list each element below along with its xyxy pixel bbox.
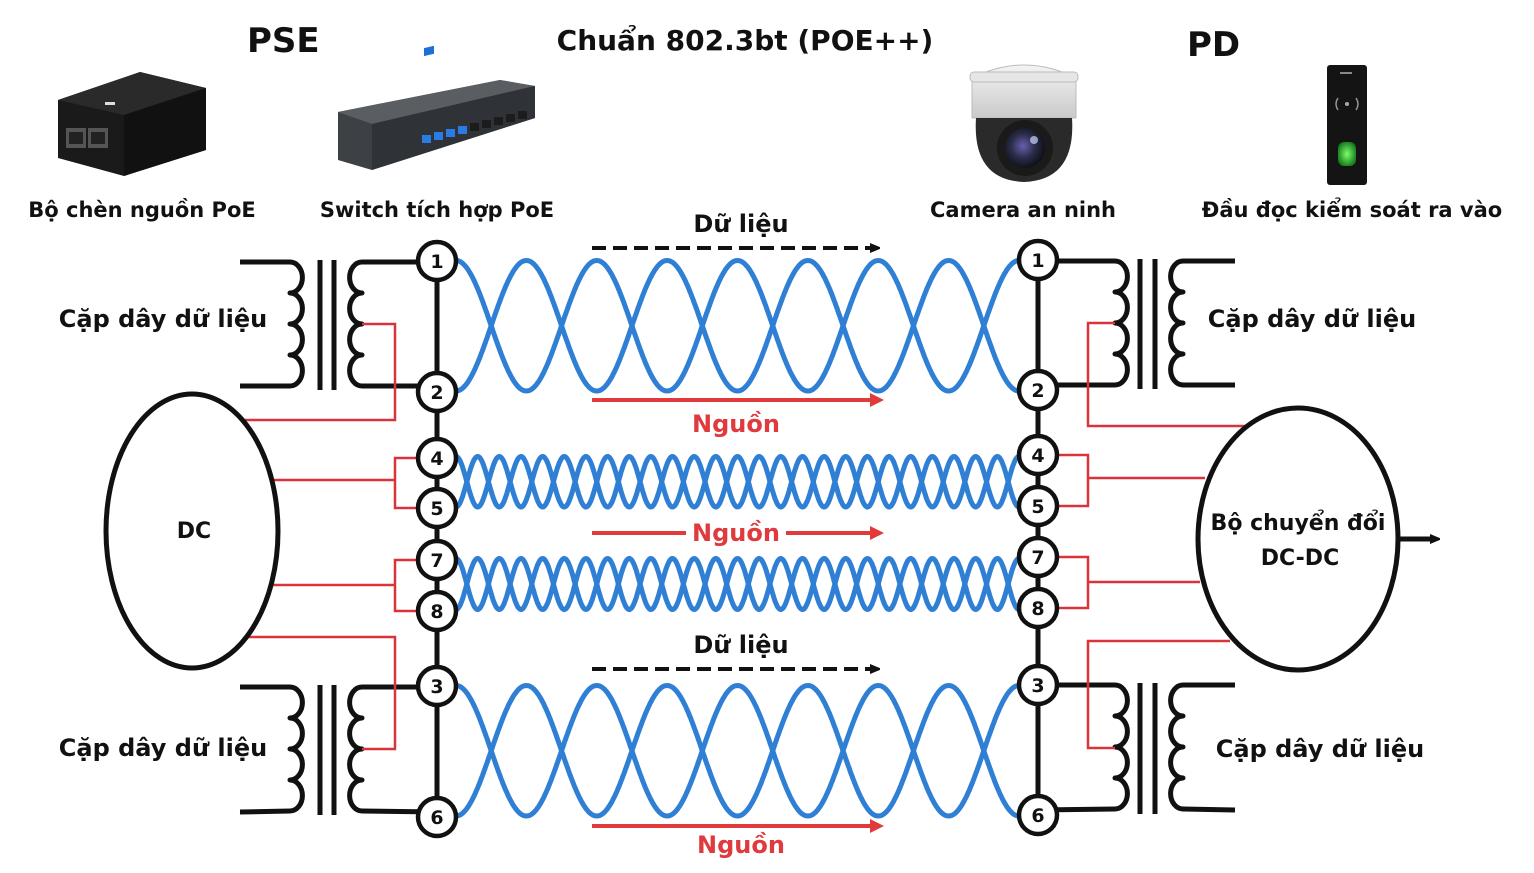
wire-4-5-strand-1 — [455, 453, 1020, 510]
pse-title: PSE — [247, 21, 320, 61]
left-pin-label-2: 2 — [430, 382, 443, 404]
right-transformer-top — [1038, 258, 1235, 389]
left-pin-8 — [415, 589, 459, 633]
wire-1-2-strand-2 — [455, 257, 1020, 394]
right-pin-label-5: 5 — [1031, 496, 1044, 518]
right-pin-2 — [1016, 368, 1060, 412]
left-pin-4 — [415, 436, 459, 480]
wire-7-8-strand-1 — [455, 555, 1020, 613]
access-control-reader-icon — [1327, 65, 1367, 185]
bottom-data-label: Dữ liệu — [693, 631, 788, 659]
wire-4-5-strand-2 — [455, 453, 1020, 510]
poe-switch-icon — [338, 45, 535, 170]
right-pin-label-1: 1 — [1031, 250, 1044, 272]
right-pin-label-3: 3 — [1031, 675, 1044, 697]
device-label-poe-injector: Bộ chèn nguồn PoE — [28, 198, 255, 222]
right-pin-7 — [1016, 535, 1060, 579]
left-pin-label-8: 8 — [430, 601, 443, 623]
left-power-wires — [245, 322, 418, 751]
dc-dc-converter-label-2: DC-DC — [1261, 546, 1339, 571]
left-pin-3 — [415, 664, 459, 708]
left-pin-label-1: 1 — [430, 251, 443, 273]
device-label-access-reader: Đầu đọc kiểm soát ra vào — [1202, 197, 1502, 222]
left-pin-label-5: 5 — [430, 498, 443, 520]
twisted-pairs — [455, 257, 1020, 819]
wire-1-2-strand-1 — [455, 257, 1020, 394]
left-pin-label-6: 6 — [430, 807, 443, 829]
left-pin-label-7: 7 — [430, 550, 443, 572]
right-pin-label-6: 6 — [1031, 805, 1044, 827]
right-pin-3 — [1016, 663, 1060, 707]
left-data-pair-label-top: Cặp dây dữ liệu — [59, 305, 267, 333]
right-pin-label-8: 8 — [1031, 598, 1044, 620]
left-pin-1 — [415, 239, 459, 283]
left-data-pair-label-bottom: Cặp dây dữ liệu — [59, 734, 267, 762]
right-data-pair-label-bottom: Cặp dây dữ liệu — [1216, 735, 1424, 763]
bottom-power-label: Nguồn — [697, 831, 785, 859]
security-camera-icon — [969, 64, 1079, 182]
right-pin-8 — [1016, 586, 1060, 630]
wire-7-8-strand-2 — [455, 555, 1020, 613]
right-pin-label-2: 2 — [1031, 380, 1044, 402]
right-pin-1 — [1016, 238, 1060, 282]
left-pin-label-4: 4 — [430, 448, 443, 470]
right-transformer-bottom — [1037, 682, 1236, 814]
left-transformer-bottom — [239, 684, 438, 815]
dc-source — [103, 391, 281, 671]
top-power-label: Nguồn — [692, 410, 780, 438]
left-transformer-top — [240, 259, 437, 390]
left-pin-7 — [415, 538, 459, 582]
middle-power-label: Nguồn — [692, 519, 780, 547]
right-pin-label-7: 7 — [1031, 547, 1044, 569]
dc-source-label: DC — [177, 519, 211, 544]
pd-title: PD — [1187, 25, 1240, 65]
pin-circles: 1 2 4 5 7 8 3 6 1 2 4 5 7 8 3 6 — [415, 238, 1060, 839]
left-pin-5 — [415, 486, 459, 530]
dc-dc-converter — [1195, 405, 1401, 673]
right-power-wires — [1058, 321, 1245, 750]
poe-injector-icon — [58, 72, 206, 176]
device-label-camera: Camera an ninh — [930, 198, 1116, 222]
left-pin-2 — [415, 370, 459, 414]
right-data-pair-label-top: Cặp dây dữ liệu — [1208, 305, 1416, 333]
left-pin-label-3: 3 — [430, 676, 443, 698]
right-pin-4 — [1016, 433, 1060, 477]
wire-3-6-strand-1 — [455, 682, 1020, 819]
right-pin-5 — [1016, 484, 1060, 528]
dc-dc-converter-label-1: Bộ chuyển đổi — [1211, 510, 1386, 536]
left-pin-6 — [415, 795, 459, 839]
right-pin-6 — [1016, 793, 1060, 837]
wire-3-6-strand-2 — [455, 682, 1020, 819]
standard-title: Chuẩn 802.3bt (POE++) — [557, 23, 934, 57]
right-pin-label-4: 4 — [1031, 445, 1044, 467]
device-label-poe-switch: Switch tích hợp PoE — [320, 198, 554, 222]
top-data-label: Dữ liệu — [693, 210, 788, 238]
